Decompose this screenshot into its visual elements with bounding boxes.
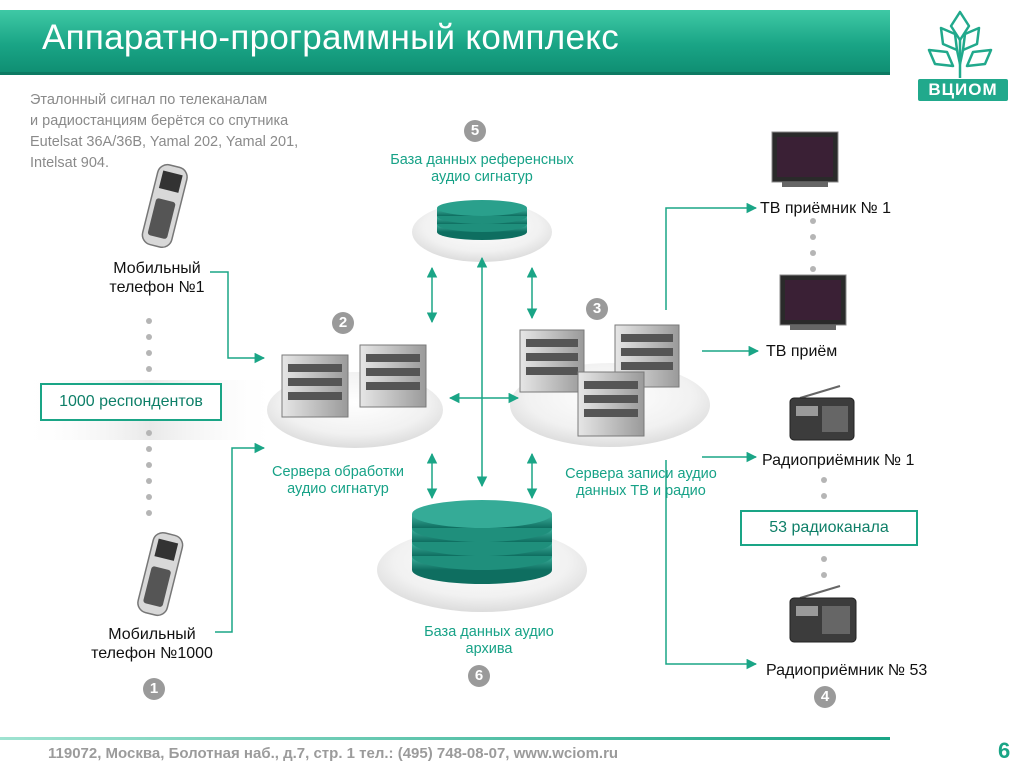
recording-server-icon: [577, 371, 645, 437]
ellipsis-dot: [821, 556, 827, 562]
ellipsis-dot: [146, 366, 152, 372]
label-line: Сервера записи аудио: [565, 466, 717, 482]
connector-tv1: [665, 202, 758, 310]
label-line: База данных аудио: [424, 624, 554, 640]
label-processing-servers: Сервера обработки аудио сигнатур: [248, 464, 428, 498]
radio-icon: [789, 385, 855, 441]
radio-icon: [789, 585, 857, 643]
tv-icon: [771, 131, 839, 187]
tv-icon: [779, 274, 847, 330]
ellipsis-dot: [146, 430, 152, 436]
archive-database-icon: [412, 500, 552, 584]
label-radio-53: Радиоприёмник № 53: [766, 662, 928, 679]
label-line: Мобильный: [108, 626, 196, 643]
ellipsis-dot: [810, 250, 816, 256]
mobile-phone-icon: [137, 531, 184, 617]
respondents-box: 1000 респондентов: [40, 383, 222, 421]
step-badge: 1: [143, 678, 165, 700]
label-line: данных ТВ и радио: [576, 483, 706, 499]
label-reference-db: База данных референсных аудио сигнатур: [372, 152, 592, 186]
ellipsis-dot: [146, 334, 152, 340]
label-line: архива: [465, 641, 513, 657]
label-radio-1: Радиоприёмник № 1: [762, 452, 915, 469]
label-archive-db: База данных аудио архива: [400, 624, 578, 658]
ellipsis-dot: [146, 494, 152, 500]
step-badge: 5: [464, 120, 486, 142]
label-recording-servers: Сервера записи аудио данных ТВ и радио: [548, 466, 734, 500]
connector-phone1: [210, 271, 266, 364]
satellite-note: Эталонный сигнал по телеканалам и радиос…: [30, 90, 298, 174]
note-line: Эталонный сигнал по телеканалам: [30, 92, 268, 108]
logo-text: ВЦИОМ: [918, 79, 1008, 101]
ellipsis-dot: [810, 266, 816, 272]
footer-address: 119072, Москва, Болотная наб., д.7, стр.…: [48, 745, 619, 762]
note-line: Intelsat 904.: [30, 155, 109, 171]
note-line: Eutelsat 36A/36B, Yamal 202, Yamal 201,: [30, 134, 299, 150]
step-badge: 2: [332, 312, 354, 334]
footer-divider: [0, 737, 890, 740]
ellipsis-dot: [810, 218, 816, 224]
logo-tree-icon: [927, 10, 993, 78]
label-line: База данных референсных: [390, 152, 574, 168]
reference-database-icon: [437, 200, 527, 240]
label-line: Сервера обработки: [272, 464, 404, 480]
label-line: Мобильный: [113, 260, 201, 277]
ellipsis-dot: [810, 234, 816, 240]
ellipsis-dot: [821, 572, 827, 578]
step-badge: 6: [468, 665, 490, 687]
ellipsis-dot: [146, 478, 152, 484]
label-mobile-1: Мобильный телефон №1: [86, 259, 228, 297]
connector-radio53: [665, 460, 758, 670]
connector-phone1000: [215, 442, 266, 633]
label-mobile-1000: Мобильный телефон №1000: [72, 625, 232, 663]
title-underline: [0, 72, 890, 75]
label-line: телефон №1000: [91, 645, 213, 662]
recording-server-icon: [519, 329, 585, 393]
ellipsis-dot: [821, 493, 827, 499]
label-tv-1: ТВ приёмник № 1: [760, 200, 892, 217]
step-badge: 4: [814, 686, 836, 708]
title-bar: [0, 10, 890, 72]
note-line: и радиостанциям берётся со спутника: [30, 113, 289, 129]
ellipsis-dot: [146, 446, 152, 452]
label-line: аудио сигнатур: [287, 481, 389, 497]
label-line: аудио сигнатур: [431, 169, 533, 185]
page-title: Аппаратно-программный комплекс: [42, 18, 620, 57]
processing-server-icon: [281, 354, 349, 418]
ellipsis-dot: [146, 462, 152, 468]
radio-channels-box: 53 радиоканала: [740, 510, 918, 546]
label-line: телефон №1: [109, 279, 205, 296]
step-badge: 3: [586, 298, 608, 320]
ellipsis-dot: [821, 477, 827, 483]
processing-server-icon: [359, 344, 427, 408]
label-tv-2: ТВ приём: [766, 342, 964, 364]
ellipsis-dot: [146, 510, 152, 516]
page-number: 6: [998, 738, 1011, 763]
mobile-phone-icon: [141, 163, 188, 249]
ellipsis-dot: [146, 318, 152, 324]
ellipsis-dot: [146, 350, 152, 356]
